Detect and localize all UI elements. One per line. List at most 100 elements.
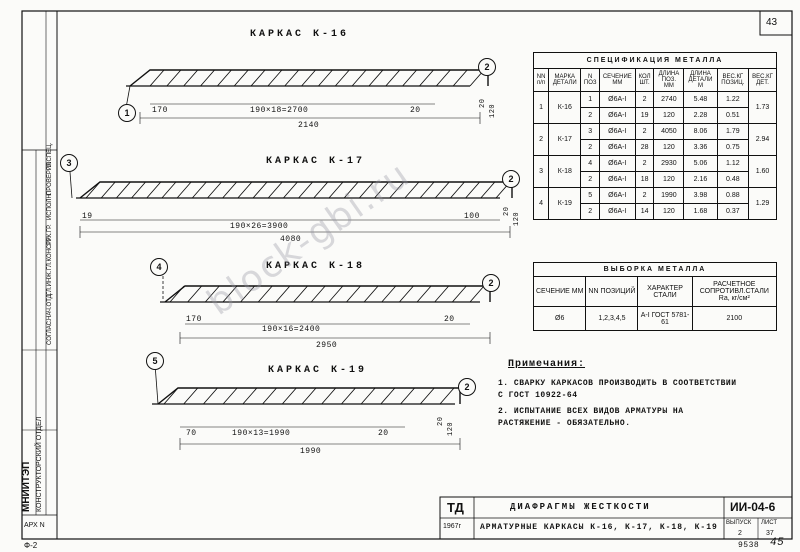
spec-cell-total: 1.73 [748, 91, 777, 124]
transverse-bar [452, 69, 468, 87]
spec-cell: 120 [653, 171, 685, 188]
transverse-bar [334, 69, 350, 87]
transverse-bar [346, 285, 361, 303]
transverse-bar [465, 181, 480, 199]
transverse-bar [328, 285, 344, 303]
left-strip-role: ГЛ.ИНЖ. [47, 270, 53, 295]
frame-k17-spacing: 190×26=3900 [230, 222, 289, 231]
transverse-bar [321, 387, 337, 405]
frame-k16-left-dim: 170 [152, 106, 168, 115]
frame-k19-total: 1990 [300, 447, 322, 456]
spec-cell: 19 [634, 107, 655, 124]
position-mark-2-k16: 2 [478, 58, 496, 76]
spec-cell: 2740 [653, 91, 685, 108]
spec-cell: 1.79 [716, 123, 750, 140]
transverse-bar [419, 181, 435, 199]
spec-cell-nn: 2 [532, 123, 550, 156]
transverse-bar [416, 285, 432, 303]
transverse-bar [183, 69, 199, 87]
spec-cell: 0.75 [716, 139, 750, 156]
frame-k19-side-dim-2: 120 [447, 421, 455, 436]
transverse-bar [240, 285, 255, 303]
spec-cell: Ø6А-I [598, 139, 636, 156]
note-2: 2. ИСПЫТАНИЕ ВСЕХ ВИДОВ АРМАТУРЫ НА РАСТ… [498, 407, 684, 428]
spec-cell-nn: 3 [532, 155, 550, 188]
transverse-bar [385, 69, 401, 87]
selection-header-positions: NN ПОЗИЦИЙ [585, 276, 639, 307]
transverse-bar [222, 181, 238, 199]
frame-k19-lines [152, 363, 461, 450]
spec-cell-mark: К-17 [548, 123, 582, 156]
spec-cell: 18 [634, 171, 655, 188]
spec-cell: 1 [580, 91, 600, 108]
spec-cell: 2 [634, 91, 655, 108]
transverse-bar [116, 181, 131, 199]
spec-cell: 0.48 [716, 171, 750, 188]
spec-cell: 2 [634, 123, 655, 140]
transverse-bar [233, 69, 249, 87]
spec-cell: 5.48 [683, 91, 718, 108]
left-strip-role: ИСПОЛН. [47, 192, 53, 221]
title-block-org: ТД [447, 500, 464, 515]
transverse-bar [146, 181, 162, 199]
transverse-bar [434, 285, 450, 303]
transverse-bar [100, 181, 116, 199]
spec-cell: 2 [634, 187, 655, 204]
transverse-bar [283, 181, 298, 199]
spec-cell: 14 [634, 203, 655, 220]
left-strip-role: НАЧ.ОТД. [47, 292, 53, 320]
transverse-bar [262, 387, 277, 405]
transverse-bar [419, 387, 435, 405]
selection-cell-section: Ø6 [532, 306, 587, 331]
transverse-bar [400, 387, 415, 405]
transverse-bar [434, 181, 450, 199]
frame-k19-left-dim: 70 [186, 429, 197, 438]
transverse-bar [389, 181, 405, 199]
spec-cell: 5 [580, 187, 600, 204]
transverse-bar [301, 69, 316, 87]
spec-cell: 1.68 [683, 203, 718, 220]
transverse-bar [163, 387, 179, 405]
transverse-bar [242, 387, 258, 405]
transverse-bar [281, 387, 297, 405]
selection-table-title: ВЫБОРКА МЕТАЛЛА [533, 262, 777, 277]
sheet-number: 43 [766, 17, 778, 28]
spec-cell-mark: К-16 [548, 91, 582, 124]
spec-cell: 1990 [653, 187, 685, 204]
notes-title: Примечания: [508, 359, 586, 370]
transverse-bar [368, 69, 384, 87]
transverse-bar [381, 285, 397, 303]
transverse-bar [313, 181, 329, 199]
transverse-bar [358, 181, 374, 199]
stamp-page-number: 45 [770, 537, 785, 549]
frame-k17-total: 4080 [280, 235, 302, 244]
spec-cell: 3.36 [683, 139, 718, 156]
spec-cell: 120 [653, 139, 685, 156]
frame-k19-spacing: 190×13=1990 [232, 429, 291, 438]
frame-k19-title: КАРКАС К-19 [268, 365, 368, 376]
transverse-bar [404, 181, 420, 199]
title-block-sheet: 37 [766, 530, 774, 537]
spec-cell: 2 [580, 171, 600, 188]
spec-header-3: СЕЧЕНИЕ ММ [598, 68, 636, 92]
frame-k18-right-dim: 20 [444, 315, 455, 324]
spec-header-0: NN п/п [532, 68, 550, 92]
selection-table: ВЫБОРКА МЕТАЛЛА СЕЧЕНИЕ ММ NN ПОЗИЦИЙ ХА… [532, 262, 778, 331]
spec-header-4: КОЛ ШТ. [634, 68, 655, 92]
spec-cell-nn: 4 [532, 187, 550, 220]
transverse-bar [343, 181, 359, 199]
spec-cell-nn: 1 [532, 91, 550, 124]
transverse-bar [149, 69, 165, 87]
transverse-bar [301, 387, 317, 405]
title-block-title2: АРМАТУРНЫЕ КАРКАСЫ К-16, К-17, К-18, К-1… [480, 523, 718, 532]
stamp-code: 9538 [738, 541, 760, 550]
spec-cell: 2.16 [683, 171, 718, 188]
frame-k17-right-dim: 100 [464, 212, 480, 221]
